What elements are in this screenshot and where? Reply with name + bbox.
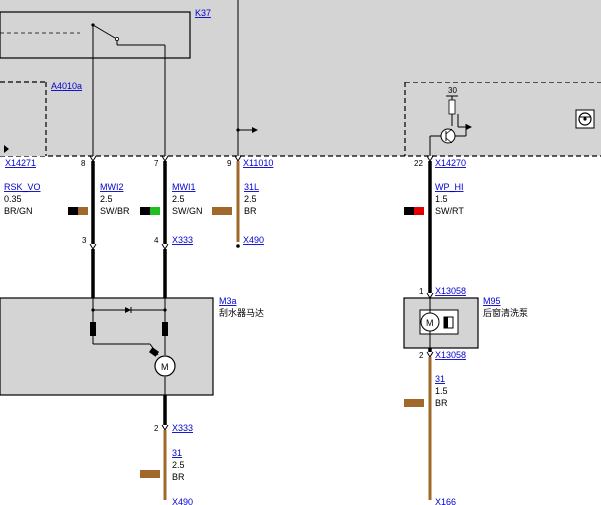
- m3a-motor-icon: [154, 355, 176, 377]
- wire-31-m95-color: BR: [435, 398, 448, 408]
- transistor-emitter: [445, 137, 453, 144]
- m3a-desc: 刮水器马达: [219, 307, 264, 318]
- wire-mwi1-size: 2.5: [172, 194, 185, 204]
- transistor-icon: [440, 128, 456, 144]
- right-top-area: [405, 0, 601, 82]
- steering-wheel-hub: [583, 117, 587, 121]
- pin-1: 1: [419, 287, 424, 296]
- m95-desc: 后窗清洗泵: [483, 307, 528, 318]
- ground-arrow-2-head: [466, 124, 472, 130]
- x13058-bot-label[interactable]: X13058: [435, 350, 466, 360]
- junction-dot: [236, 128, 240, 132]
- wire-mwi1-color: SW/GN: [172, 206, 203, 216]
- x11010-label[interactable]: X11010: [243, 158, 273, 168]
- m3a-motor-symbol: M: [161, 362, 169, 372]
- ground-arrow-head: [252, 127, 258, 133]
- wire-31-m3a-name[interactable]: 31: [172, 448, 182, 458]
- x13058-bot-marker: [426, 351, 434, 358]
- pin-30: 30: [448, 86, 457, 95]
- pin-2-m3a: 2: [154, 424, 159, 433]
- wire-mwi1-name[interactable]: MWI1: [172, 182, 196, 192]
- k37-box: [0, 11, 191, 59]
- steering-wheel-icon: [578, 112, 592, 126]
- wire-31l-name[interactable]: 31L: [244, 182, 259, 192]
- wire-wp-hi-size: 1.5: [435, 194, 448, 204]
- w31-m95-swatch: [404, 399, 424, 407]
- wp-hi-swatch: [404, 207, 424, 215]
- pin-4: 4: [154, 236, 159, 245]
- pin-22: 22: [414, 159, 423, 168]
- x333-top-label[interactable]: X333: [172, 235, 193, 245]
- pin-9: 9: [227, 159, 232, 168]
- rsk-vo-swatch: [68, 207, 88, 215]
- x333-bot-label[interactable]: X333: [172, 423, 193, 433]
- wire-31-m3a-size: 2.5: [172, 460, 185, 470]
- wire-31l-color: BR: [244, 206, 257, 216]
- k37-ref[interactable]: K37: [195, 8, 211, 18]
- transistor-collector: [445, 128, 453, 135]
- k37-pivot: [91, 23, 95, 27]
- wire-wp-hi-name[interactable]: WP_HI: [435, 182, 464, 192]
- k37-contact: [115, 37, 120, 42]
- m3a-ref[interactable]: M3a: [219, 296, 237, 306]
- w31-m3a-swatch: [140, 470, 160, 478]
- x166-label[interactable]: X166: [435, 497, 456, 505]
- w31l-swatch: [212, 207, 232, 215]
- wire-rsk-vo-name[interactable]: RSK_VO: [4, 182, 41, 192]
- x490-end-dot: [236, 244, 240, 248]
- m95-box: [403, 297, 479, 349]
- x490-bot-label[interactable]: X490: [172, 497, 193, 505]
- a4010a-ref[interactable]: A4010a: [51, 81, 82, 91]
- a4010a-arrow: [4, 145, 9, 153]
- wire-wp-hi-color: SW/RT: [435, 206, 464, 216]
- x13058-top-label[interactable]: X13058: [435, 286, 466, 296]
- m95-ref[interactable]: M95: [483, 296, 501, 306]
- m3a-internal-wiring: [90, 298, 168, 395]
- pump-icon-fill: [444, 317, 448, 328]
- x333-bot-marker: [161, 424, 169, 431]
- wire-mwi2-name[interactable]: MWI2: [100, 182, 124, 192]
- wire-mwi2-size: 2.5: [100, 194, 113, 204]
- x14270-label[interactable]: X14270: [435, 158, 466, 168]
- wire-rsk-vo-color: BR/GN: [4, 206, 33, 216]
- x13058-top-marker: [426, 292, 434, 299]
- x14271-label[interactable]: X14271: [5, 158, 36, 168]
- wire-rsk-vo-size: 0.35: [4, 194, 22, 204]
- wire-31-m3a-color: BR: [172, 472, 185, 482]
- a4010a-box: [0, 82, 46, 156]
- pin-7: 7: [154, 159, 159, 168]
- wire-31-m95-name[interactable]: 31: [435, 374, 445, 384]
- resistor-icon: [448, 99, 456, 115]
- m95-motor-symbol: M: [426, 318, 434, 328]
- pin-8: 8: [81, 159, 86, 168]
- wire-mwi2-color: SW/BR: [100, 206, 130, 216]
- m3a-box: [0, 297, 214, 396]
- mwi2-swatch: [140, 207, 160, 215]
- x490-top-label[interactable]: X490: [243, 235, 264, 245]
- pin-3: 3: [82, 236, 87, 245]
- wire-31l-size: 2.5: [244, 194, 257, 204]
- pin-2-m95: 2: [419, 351, 424, 360]
- wire-31-m95-size: 1.5: [435, 386, 448, 396]
- k37-switch-arm: [92, 24, 116, 39]
